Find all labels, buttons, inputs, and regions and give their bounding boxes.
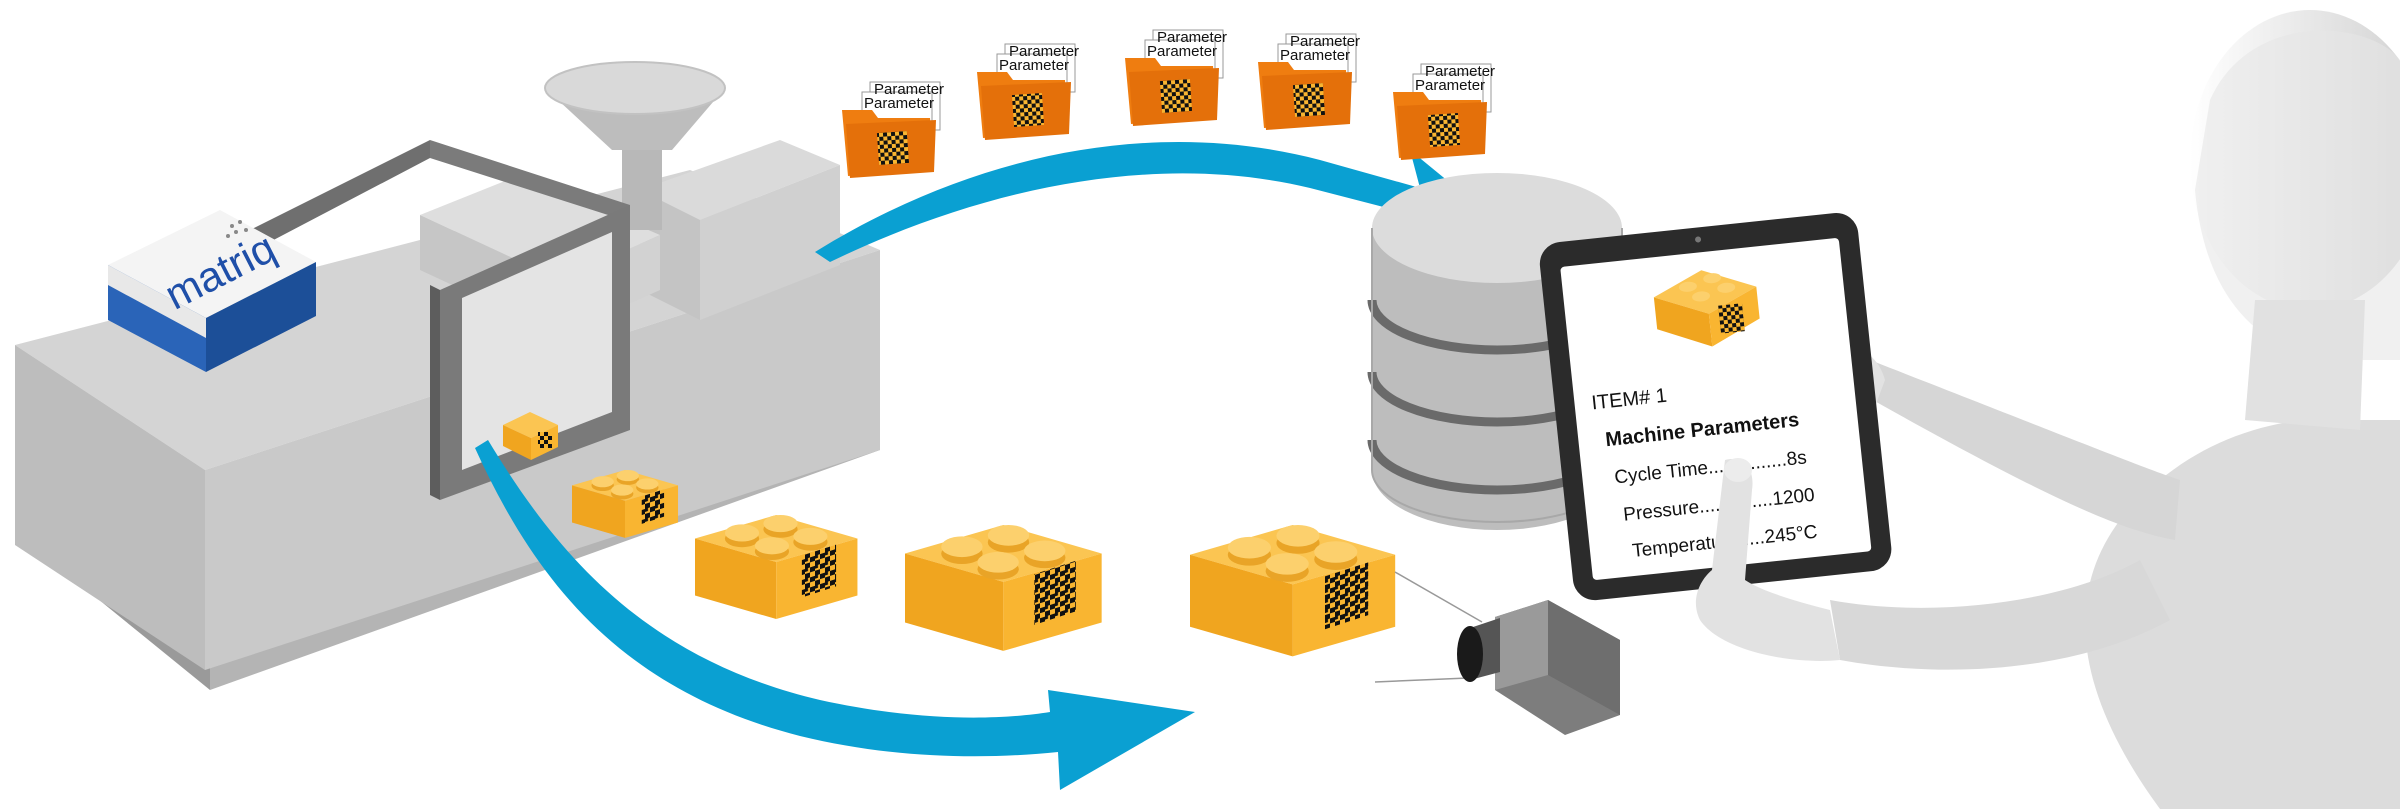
lego-brick-icon (1190, 525, 1396, 657)
camera-icon (1374, 571, 1620, 735)
parameter-folder-label: Parameter (1280, 47, 1350, 64)
product-flow-arrow (475, 440, 1195, 790)
parameter-folder-label: Parameter (1415, 77, 1485, 94)
parameter-folder (1393, 63, 1492, 160)
person-figure (1830, 10, 2400, 809)
pointing-hand (1695, 458, 1840, 661)
matriq-device: matriq (108, 210, 316, 372)
parameter-folder-label: Parameter (999, 57, 1069, 74)
parameter-folder-label: Parameter (1147, 43, 1217, 60)
tablet-device: ITEM# 1 Machine Parameters Cycle Time...… (1539, 212, 1892, 601)
parameter-folder-back-label: Parameter (1157, 29, 1227, 46)
parameter-folder (842, 81, 941, 178)
molded-brick-in-machine (503, 412, 558, 460)
parameter-folder (1125, 29, 1224, 126)
parameter-folder-back-label: Parameter (1425, 63, 1495, 80)
parameter-folder-back-label: Parameter (1009, 43, 1079, 60)
parameter-folder-back-label: Parameter (1290, 33, 1360, 50)
parameter-folder-back-label: Parameter (874, 81, 944, 98)
lego-brick-icon (572, 470, 679, 538)
parameter-folder (977, 43, 1076, 140)
machine-window (430, 205, 630, 500)
parameter-folder-label: Parameter (864, 95, 934, 112)
matriq-logo-dots-icon (226, 220, 248, 238)
parameter-folders: ParameterParameterParameterParameterPara… (842, 29, 1495, 178)
tablet-brick-icon (1653, 270, 1760, 347)
parameter-folder (1258, 33, 1357, 130)
tablet-camera-icon (1695, 236, 1702, 243)
lego-brick-icon (905, 525, 1102, 651)
data-flow-arrow (815, 142, 1510, 262)
lego-brick-icon (695, 515, 858, 620)
